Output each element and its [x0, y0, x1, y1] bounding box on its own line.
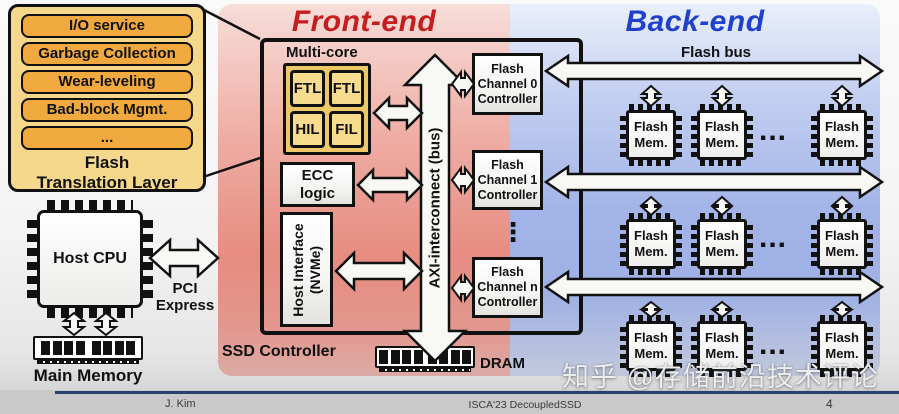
footer-author: J. Kim [165, 398, 196, 410]
callout-item-wear: Wear-leveling [21, 70, 193, 94]
dram-dimm [375, 346, 475, 368]
host-interface-box [280, 212, 333, 327]
cpu-pins-bottom [47, 308, 133, 318]
main-memory-label: Main Memory [33, 366, 143, 385]
cpu-pins-top [47, 200, 133, 210]
cpu-pins-right [143, 220, 153, 298]
core-ftl-2: FTL [329, 70, 364, 107]
multicore-label: Multi-core [286, 44, 358, 61]
backend-title: Back-end [625, 5, 765, 38]
cpu-pins-left [27, 220, 37, 298]
watermark: 知乎 @存储前沿技术评论 [562, 362, 879, 392]
callout-item-ellipsis: ... [21, 126, 193, 150]
flash-channel-n-controller: Flash Channel n Controller [472, 257, 543, 318]
flash-channel-1-controller: Flash Channel 1 Controller [472, 150, 543, 210]
footer [0, 390, 899, 414]
ssd-controller-label: SSD Controller [222, 343, 336, 360]
channel-ellipsis: ⋮ [500, 217, 526, 247]
axi-bus-label: AXI-interconnect (bus) [426, 127, 444, 289]
flash-channel-0-controller: Flash Channel 0 Controller [472, 53, 543, 115]
host-cpu-chip: Host CPU [25, 198, 155, 320]
host-cpu-label: Host CPU [37, 210, 143, 308]
core-hil: HIL [290, 111, 325, 148]
callout-item-io: I/O service [21, 14, 193, 38]
flash-row-ellipsis: ... [758, 221, 787, 254]
main-memory-dimm [33, 336, 143, 360]
ftl-callout: I/O service Garbage Collection Wear-leve… [8, 4, 206, 192]
footer-title: ISCA'23 DecoupledSSD [468, 399, 582, 411]
frontend-title: Front-end [291, 5, 437, 38]
callout-title: Flash Translation Layer [36, 153, 178, 192]
pci-arrow [148, 237, 220, 279]
multicore-box: FTL FTL HIL FIL [283, 63, 371, 155]
flash-row-ellipsis: ... [758, 114, 787, 147]
ecc-logic-box: ECC logic [280, 162, 355, 207]
flash-bus-label: Flash bus [680, 44, 751, 61]
callout-item-gc: Garbage Collection [21, 42, 193, 66]
callout-item-badblk: Bad-block Mgmt. [21, 98, 193, 122]
pci-express-label: PCI Express [155, 280, 215, 314]
flash-row-ellipsis: ... [758, 328, 787, 361]
host-interface-label: Host Interface (NVMe) [290, 223, 323, 317]
footer-divider [55, 391, 899, 394]
core-ftl-1: FTL [290, 70, 325, 107]
dram-dimm-edge [379, 368, 471, 372]
main-memory-dimm-edge [37, 360, 139, 364]
dram-label: DRAM [480, 355, 525, 372]
core-fil: FIL [329, 111, 364, 148]
footer-page-number: 4 [826, 397, 833, 411]
